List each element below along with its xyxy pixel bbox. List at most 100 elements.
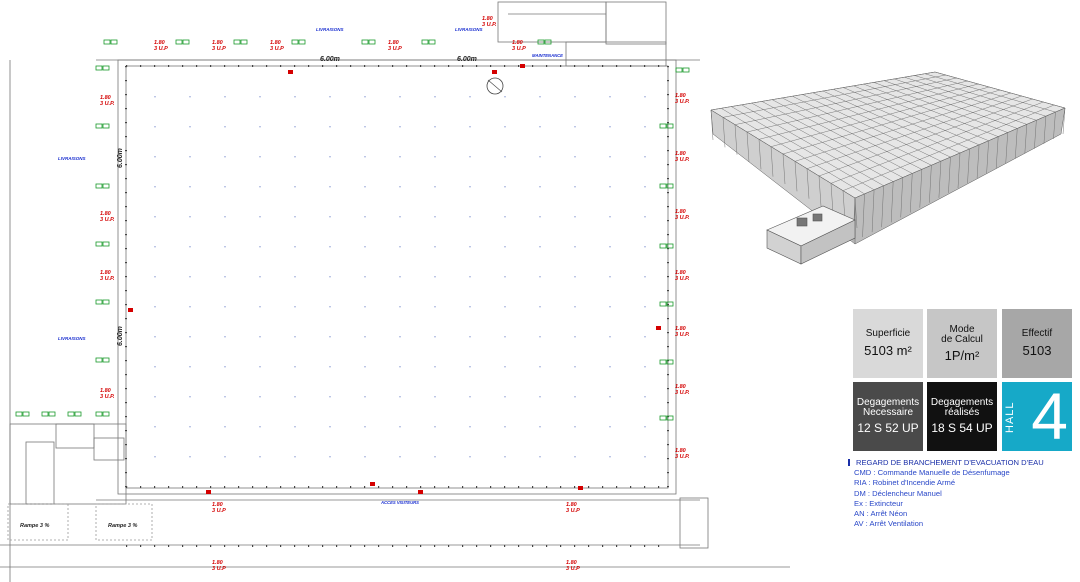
- legend: REGARD DE BRANCHEMENT D'EVACUATION D'EAU…: [848, 458, 1078, 529]
- grid-dot: [329, 366, 331, 368]
- grid-dot: [259, 186, 261, 188]
- grid-dot: [399, 276, 401, 278]
- grid-dot: [294, 456, 296, 458]
- grid-dot: [154, 126, 156, 128]
- grid-dot: [189, 426, 191, 428]
- grid-dot: [224, 306, 226, 308]
- exit-sign-icon: [659, 359, 667, 365]
- exit-sign-icon: [537, 39, 545, 45]
- grid-dot: [224, 156, 226, 158]
- grid-dot: [504, 396, 506, 398]
- grid-dot: [399, 216, 401, 218]
- grid-dot: [609, 456, 611, 458]
- grid-dot: [364, 276, 366, 278]
- legend-item-an: AN : Arrêt Néon: [854, 509, 908, 519]
- door-width-label-top-1: 6.00m: [320, 56, 340, 63]
- grid-dot: [539, 276, 541, 278]
- grid-dot: [574, 276, 576, 278]
- grid-dot: [399, 246, 401, 248]
- grid-dot: [329, 426, 331, 428]
- grid-dot: [294, 306, 296, 308]
- deg-necessaire-value: 12 S 52 UP: [857, 421, 919, 435]
- exit-width-label: 1.80: [675, 93, 686, 99]
- grid-dot: [469, 276, 471, 278]
- grid-dot: [189, 156, 191, 158]
- grid-dot: [259, 336, 261, 338]
- grid-dot: [189, 96, 191, 98]
- exit-width-label: 1.80: [388, 40, 399, 46]
- grid-dot: [399, 96, 401, 98]
- grid-dot: [294, 216, 296, 218]
- grid-dot: [189, 246, 191, 248]
- exit-sign-icon: [175, 39, 183, 45]
- grid-dot: [364, 96, 366, 98]
- exit-width-label: 1.80: [675, 270, 686, 276]
- fire-equipment-icon: [656, 326, 661, 330]
- grid-dot: [644, 306, 646, 308]
- grid-dot: [644, 156, 646, 158]
- exit-sign-icon: [95, 65, 103, 71]
- exit-width-label: 1.80: [482, 16, 493, 22]
- grid-dot: [364, 246, 366, 248]
- exit-up-label: 3 U.P: [212, 508, 226, 514]
- fire-equipment-icon: [288, 70, 293, 74]
- exit-up-label: 3 U.P.: [675, 157, 690, 163]
- deg-necessaire-label-2: Necessaire: [862, 407, 914, 418]
- grid-dot: [224, 186, 226, 188]
- deliveries-label-left-2: LIVRAISONS: [58, 336, 86, 341]
- grid-dot: [154, 216, 156, 218]
- ramp-label-1: Rampe 3 %: [20, 523, 49, 529]
- grid-dot: [504, 216, 506, 218]
- grid-dot: [609, 336, 611, 338]
- grid-dot: [189, 216, 191, 218]
- grid-dot: [329, 186, 331, 188]
- grid-dot: [539, 96, 541, 98]
- exit-width-label: 1.80: [675, 448, 686, 454]
- deg-realises-label-1: Degagements: [930, 397, 994, 408]
- grid-dot: [399, 366, 401, 368]
- grid-dot: [224, 426, 226, 428]
- grid-dot: [154, 186, 156, 188]
- deliveries-label-top-1: LIVRAISONS: [316, 27, 344, 32]
- grid-dot: [609, 186, 611, 188]
- grid-dot: [364, 186, 366, 188]
- exit-up-label: 3 U.P.: [482, 22, 497, 28]
- exit-up-label: 3 U.P: [154, 46, 168, 52]
- grid-dot: [364, 396, 366, 398]
- grid-dot: [259, 366, 261, 368]
- grid-dot: [189, 126, 191, 128]
- grid-dot: [224, 456, 226, 458]
- grid-dot: [399, 456, 401, 458]
- grid-dot: [259, 456, 261, 458]
- exit-up-label: 3 U.P.: [675, 454, 690, 460]
- grid-dot: [329, 246, 331, 248]
- grid-dot: [364, 426, 366, 428]
- grid-dot: [329, 396, 331, 398]
- exit-sign-icon: [659, 243, 667, 249]
- exit-width-label: 1.80: [675, 384, 686, 390]
- grid-dot: [469, 126, 471, 128]
- grid-dot: [259, 396, 261, 398]
- grid-dot: [504, 306, 506, 308]
- grid-dot: [609, 246, 611, 248]
- hall-word: HALL: [1004, 401, 1016, 433]
- grid-dot: [469, 306, 471, 308]
- grid-dot: [294, 186, 296, 188]
- grid-dot: [574, 246, 576, 248]
- grid-dot: [154, 246, 156, 248]
- exit-sign-icon: [361, 39, 369, 45]
- grid-dot: [294, 96, 296, 98]
- grid-dot: [294, 366, 296, 368]
- grid-dot: [644, 396, 646, 398]
- grid-dot: [329, 336, 331, 338]
- exit-up-label: 3 U.P.: [100, 217, 115, 223]
- ramp-label-2: Rampe 3 %: [108, 523, 137, 529]
- grid-dot: [259, 246, 261, 248]
- grid-dot: [364, 306, 366, 308]
- grid-dot: [294, 426, 296, 428]
- exit-sign-icon: [659, 301, 667, 307]
- grid-dot: [399, 396, 401, 398]
- grid-dot: [574, 396, 576, 398]
- grid-dot: [154, 306, 156, 308]
- grid-dot: [539, 306, 541, 308]
